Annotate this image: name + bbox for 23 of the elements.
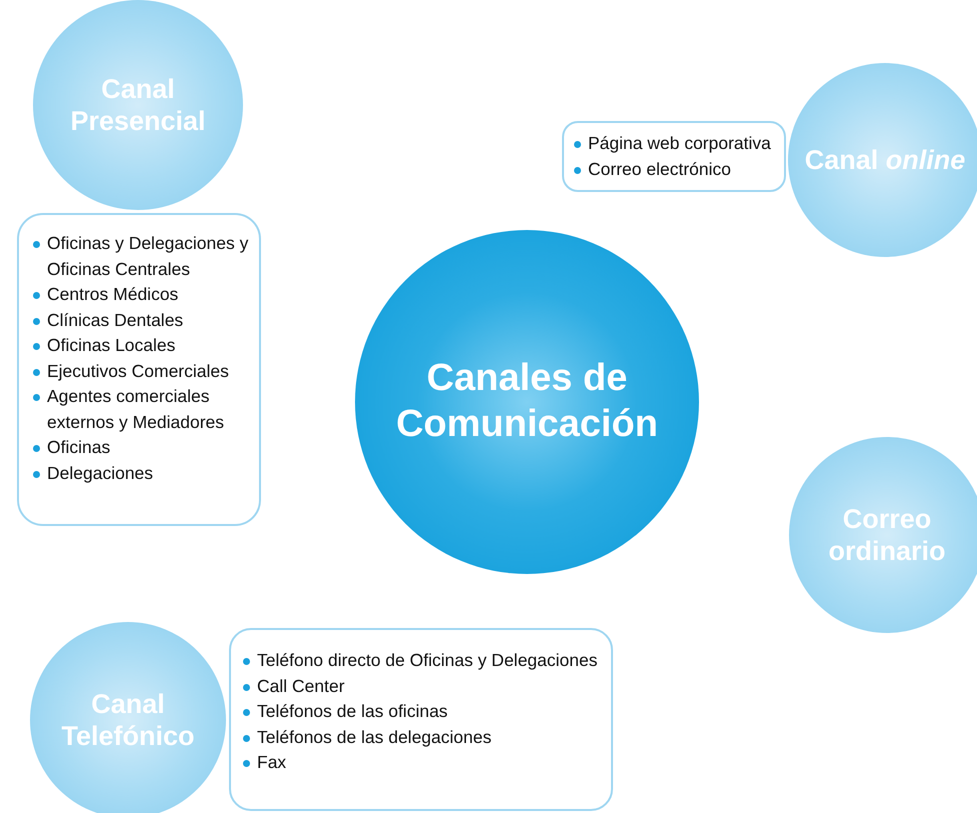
- bullet-item: Call Center: [243, 674, 607, 699]
- circle-title: Canales de Comunicación: [395, 356, 659, 447]
- bullet-item: Centros Médicos: [33, 282, 255, 308]
- bullet-item: Correo electrónico: [574, 156, 780, 182]
- bullet-item: Ejecutivos Comerciales: [33, 358, 255, 384]
- circle-title: Canal online: [804, 144, 966, 176]
- list-card: [229, 628, 613, 811]
- list-card: [17, 213, 261, 526]
- circle-title: Canal Presencial: [69, 72, 207, 138]
- bullet-item: Oficinas Locales: [33, 333, 255, 358]
- circle-title: Canal Telefónico: [60, 688, 196, 752]
- list-card: [562, 121, 786, 192]
- bullet-item: Clínicas Dentales: [33, 308, 255, 333]
- bullet-item: Teléfonos de las oficinas: [243, 699, 607, 724]
- bullet-item: Fax: [243, 750, 607, 776]
- bullet-item: Delegaciones: [33, 460, 255, 486]
- bullet-item: Teléfono directo de Oficinas y Delegaciones: [243, 648, 607, 674]
- bullet-item: Página web corporativa: [574, 131, 780, 156]
- bullet-item: Agentes comerciales externos y Mediadores: [33, 384, 255, 435]
- circle-title: Correo ordinario: [827, 502, 946, 568]
- bullet-item: Oficinas y Delegaciones y Oficinas Centrales: [33, 231, 255, 282]
- bullet-item: Teléfonos de las delegaciones: [243, 724, 607, 750]
- bullet-item: Oficinas: [33, 435, 255, 460]
